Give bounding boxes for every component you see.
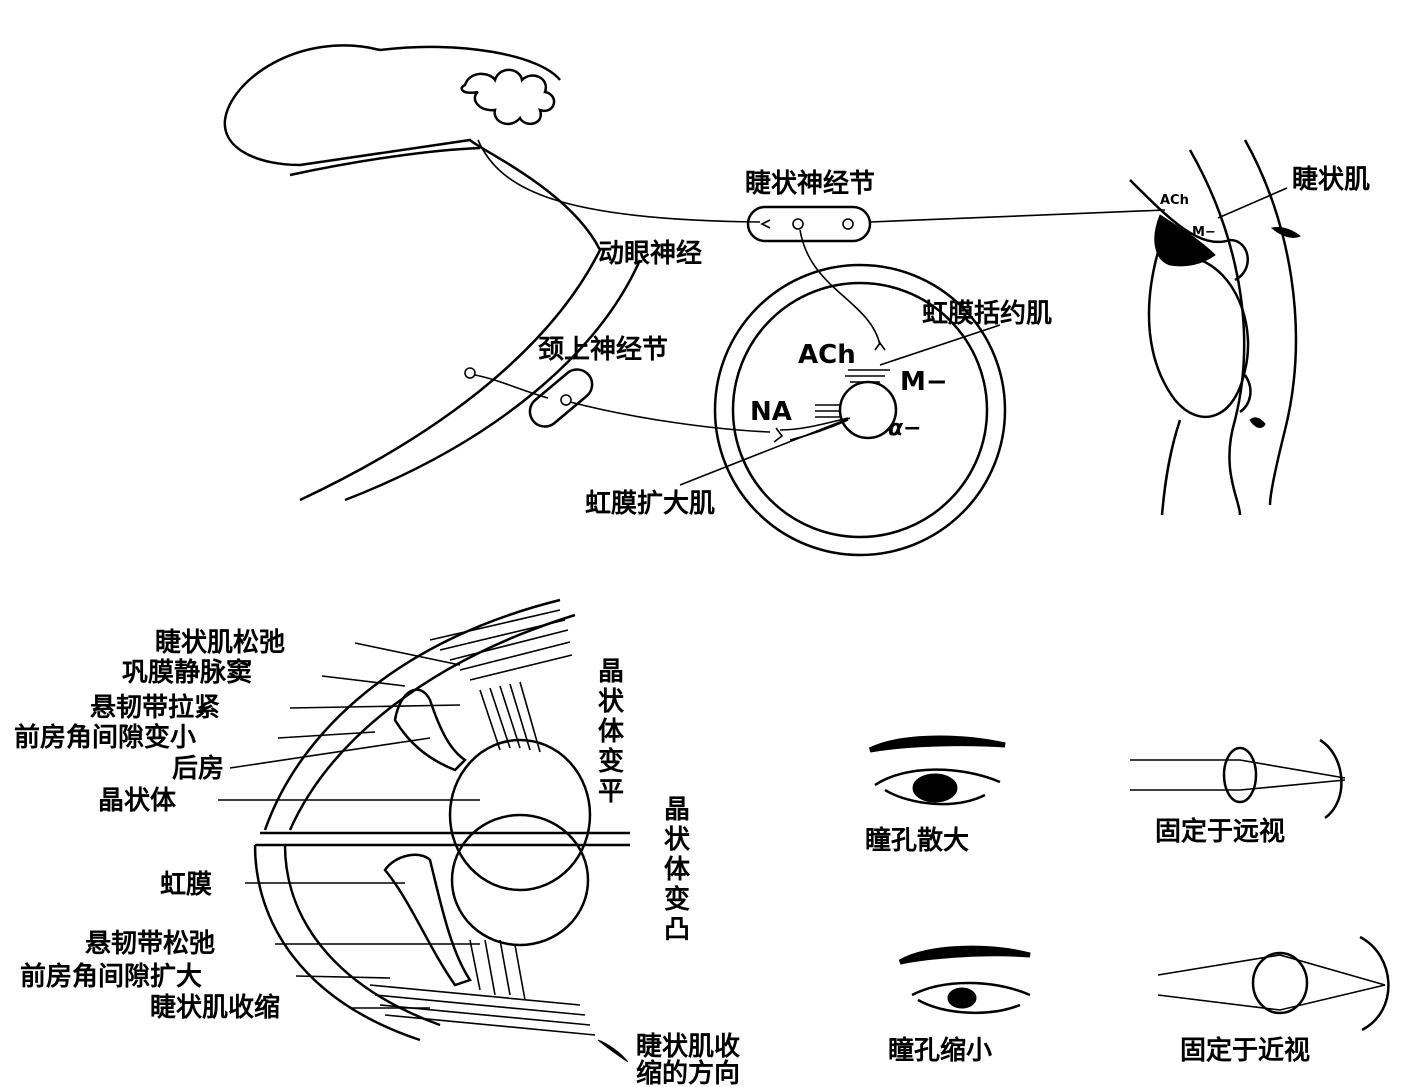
eye-side-view [1130, 140, 1300, 515]
svg-text:凸: 凸 [664, 915, 690, 945]
superior-cervical-ganglion [465, 363, 770, 432]
dilator-leader [680, 418, 850, 485]
postganglionic-to-iris [800, 230, 880, 345]
svg-text:变: 变 [598, 746, 624, 777]
dilator-pupillae-label: 虹膜扩大肌 [585, 489, 715, 519]
scleral-sinus-leader [322, 676, 405, 686]
angle-narrow-label: 前房角间隙变小 [14, 722, 196, 753]
m-small-label: M− [1192, 225, 1216, 240]
lens-flat-label: 晶 状 体 变 平 [598, 657, 625, 807]
ach-small-label: ACh [1160, 193, 1189, 208]
postganglionic-to-ciliary [870, 210, 1165, 222]
oculomotor-nerve-fiber [478, 140, 760, 222]
iris-label: 虹膜 [160, 870, 212, 900]
zonule-relax-label: 悬韧带松弛 [85, 929, 215, 959]
pupil-constricted-label: 瞳孔缩小 [888, 1035, 992, 1066]
near-focus-icon [1158, 937, 1388, 1030]
scleral-sinus-label: 巩膜静脉窦 [122, 657, 252, 688]
svg-text:晶: 晶 [598, 657, 624, 687]
contract-direction-label-1: 睫状肌收 [636, 1032, 740, 1062]
eye-dilated-icon [870, 738, 1005, 804]
ciliary-contract-label: 睫状肌收缩 [150, 992, 280, 1023]
ciliary-ganglion-label: 睫状神经节 [745, 168, 875, 199]
angle-wide-label: 前房角间隙扩大 [20, 961, 202, 992]
sphincter-pupillae-label: 虹膜括约肌 [922, 298, 1052, 329]
alpha-receptor-label: α− [888, 416, 922, 441]
zonule-tight-label: 悬韧带拉紧 [90, 692, 220, 723]
sphincter-leader [880, 325, 1000, 365]
angle-wide-leader [296, 976, 390, 978]
svg-text:体: 体 [598, 717, 625, 747]
eye-constricted-icon [900, 948, 1030, 1013]
lens-convex-label: 晶 状 体 变 凸 [664, 795, 691, 945]
superior-cervical-ganglion-label: 颈上神经节 [538, 334, 668, 365]
svg-text:变: 变 [664, 884, 690, 915]
na-label: NA [750, 397, 792, 427]
svg-text:状: 状 [664, 825, 691, 855]
svg-text:晶: 晶 [664, 795, 690, 825]
ciliary-ganglion [748, 207, 870, 241]
svg-text:体: 体 [664, 855, 691, 885]
posterior-chamber-leader [230, 738, 430, 768]
far-focus-icon [1130, 740, 1345, 818]
m-receptor-label: M− [900, 367, 948, 397]
brainstem-outline [225, 45, 640, 500]
svg-text:状: 状 [598, 687, 625, 717]
svg-text:平: 平 [598, 777, 624, 807]
eye-cross-section [255, 600, 630, 1062]
oculomotor-nerve-label: 动眼神经 [598, 238, 702, 269]
pupil-dilated-label: 瞳孔散大 [865, 825, 969, 856]
ciliary-relax-label: 睫状肌松弛 [155, 628, 285, 658]
zonule-tight-leader [290, 705, 460, 708]
fixed-near-label: 固定于近视 [1180, 1035, 1310, 1066]
contract-direction-label-2: 缩的方向 [636, 1058, 740, 1087]
ciliary-muscle-label: 睫状肌 [1292, 165, 1370, 195]
fixed-far-label: 固定于远视 [1155, 816, 1285, 847]
lens-label: 晶状体 [98, 786, 177, 816]
posterior-chamber-label: 后房 [172, 754, 224, 784]
ach-label: ACh [798, 340, 856, 370]
